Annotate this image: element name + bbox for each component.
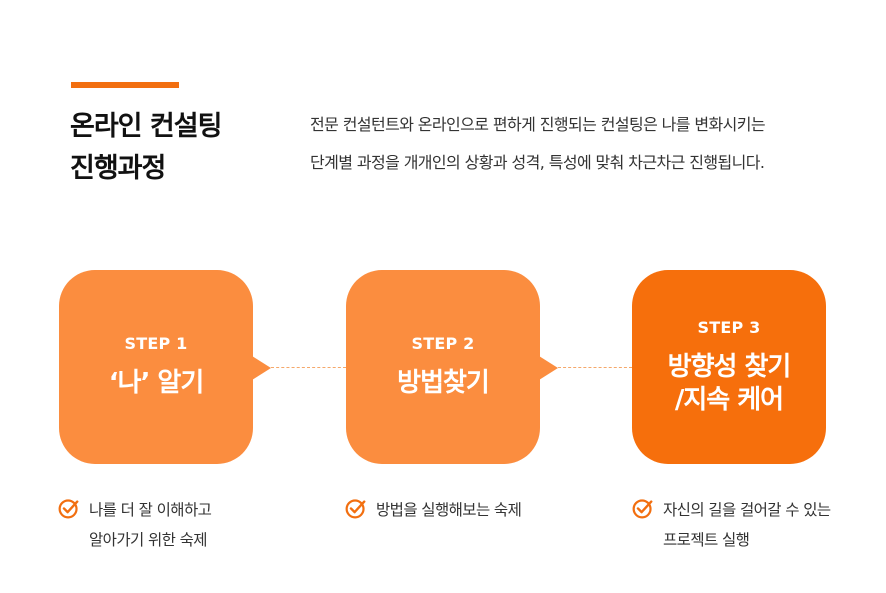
description-line: 전문 컨설턴트와 온라인으로 편하게 진행되는 컨설팅은 나를 변화시키는 [310,115,766,134]
step-note-1: 나를 더 잘 이해하고 알아가기 위한 숙제 [58,495,212,555]
page-description: 전문 컨설턴트와 온라인으로 편하게 진행되는 컨설팅은 나를 변화시키는 단계… [310,106,766,182]
step-arrow-right-icon [252,356,271,380]
step-title-line: 방향성 찾기 [667,351,792,382]
description-line: 단계별 과정을 개개인의 상황과 성격, 특성에 맞춰 차근차근 진행됩니다. [310,153,765,172]
page-title-line: 진행과정 [70,153,166,184]
step-title: ‘나’ 알기 [108,367,205,400]
step-title-line: /지속 케어 [674,384,784,415]
step-title: 방법찾기 [397,367,490,400]
step-title: 방향성 찾기 /지속 케어 [667,351,792,417]
step-label: STEP 1 [124,334,188,353]
step-card-1: STEP 1 ‘나’ 알기 [59,270,253,464]
step-title-line: 방법찾기 [397,368,490,398]
check-circle-icon [632,499,653,519]
note-line: 방법을 실행해보는 숙제 [376,501,522,519]
note-line: 알아가기 위한 숙제 [89,531,208,549]
step-note-text: 자신의 길을 걸어갈 수 있는 프로젝트 실행 [663,495,831,555]
title-accent-bar [71,82,179,88]
check-circle-icon [345,499,366,519]
note-line: 프로젝트 실행 [663,531,750,549]
step-note-text: 나를 더 잘 이해하고 알아가기 위한 숙제 [89,495,212,555]
step-label: STEP 3 [697,317,761,337]
note-line: 자신의 길을 걸어갈 수 있는 [663,501,831,519]
page-title-line: 온라인 컨설팅 [70,111,222,142]
note-line: 나를 더 잘 이해하고 [89,501,212,519]
step-note-2: 방법을 실행해보는 숙제 [345,495,522,525]
step-connector-line [558,367,632,368]
page-title: 온라인 컨설팅 진행과정 [70,106,222,190]
step-connector-line [271,367,346,368]
step-card-3: STEP 3 방향성 찾기 /지속 케어 [632,270,826,464]
step-arrow-right-icon [539,356,558,380]
check-circle-icon [58,499,79,519]
step-label: STEP 2 [411,334,475,353]
step-title-line: ‘나’ 알기 [108,368,205,398]
step-card-2: STEP 2 방법찾기 [346,270,540,464]
step-note-text: 방법을 실행해보는 숙제 [376,495,522,525]
step-note-3: 자신의 길을 걸어갈 수 있는 프로젝트 실행 [632,495,831,555]
